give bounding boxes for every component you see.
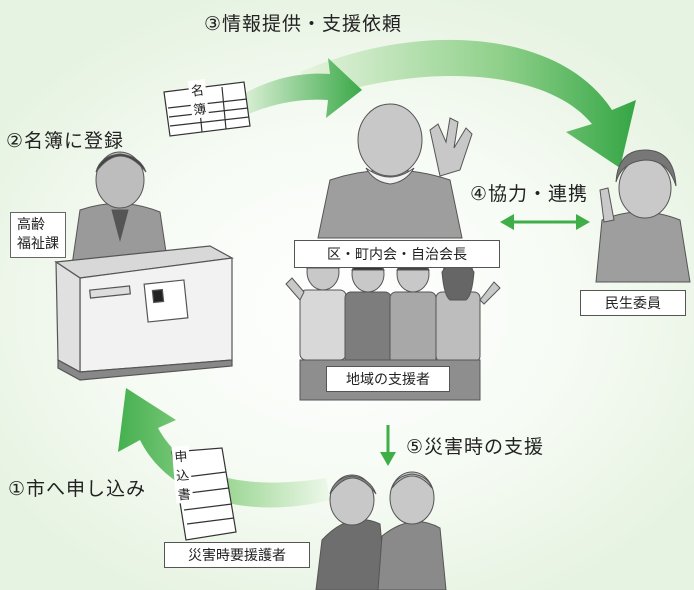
step5-label: ⑤災害時の支援 [406, 436, 545, 458]
office-label: 高齢 福祉課 [10, 212, 66, 258]
office-label-line2: 福祉課 [17, 236, 59, 252]
step3-label: ③情報提供・支援依頼 [204, 13, 403, 35]
office-label-line1: 高齢 [17, 217, 45, 233]
step1-label: ①市へ申し込み [8, 478, 147, 500]
supporters-label: 地域の支援者 [326, 366, 450, 392]
office-counter [54, 245, 234, 381]
elderly-pair-figure [315, 471, 447, 590]
arrow-step5 [380, 425, 396, 466]
needs-support-label: 災害時要援護者 [164, 542, 310, 568]
arrow-step4 [500, 214, 590, 230]
leader-label: 区・町内会・自治会長 [294, 240, 500, 268]
arrow-step1 [118, 388, 330, 508]
leader-figure [317, 103, 473, 239]
step4-label: ④協力・連携 [470, 183, 589, 205]
arrow-step3 [300, 39, 636, 168]
arrow-roster-to-leader [236, 58, 362, 118]
step2-label: ②名簿に登録 [6, 130, 125, 152]
welfare-label: 民生委員 [580, 290, 686, 316]
welfare-commissioner-figure [595, 149, 691, 283]
office-staff-figure [71, 151, 169, 266]
